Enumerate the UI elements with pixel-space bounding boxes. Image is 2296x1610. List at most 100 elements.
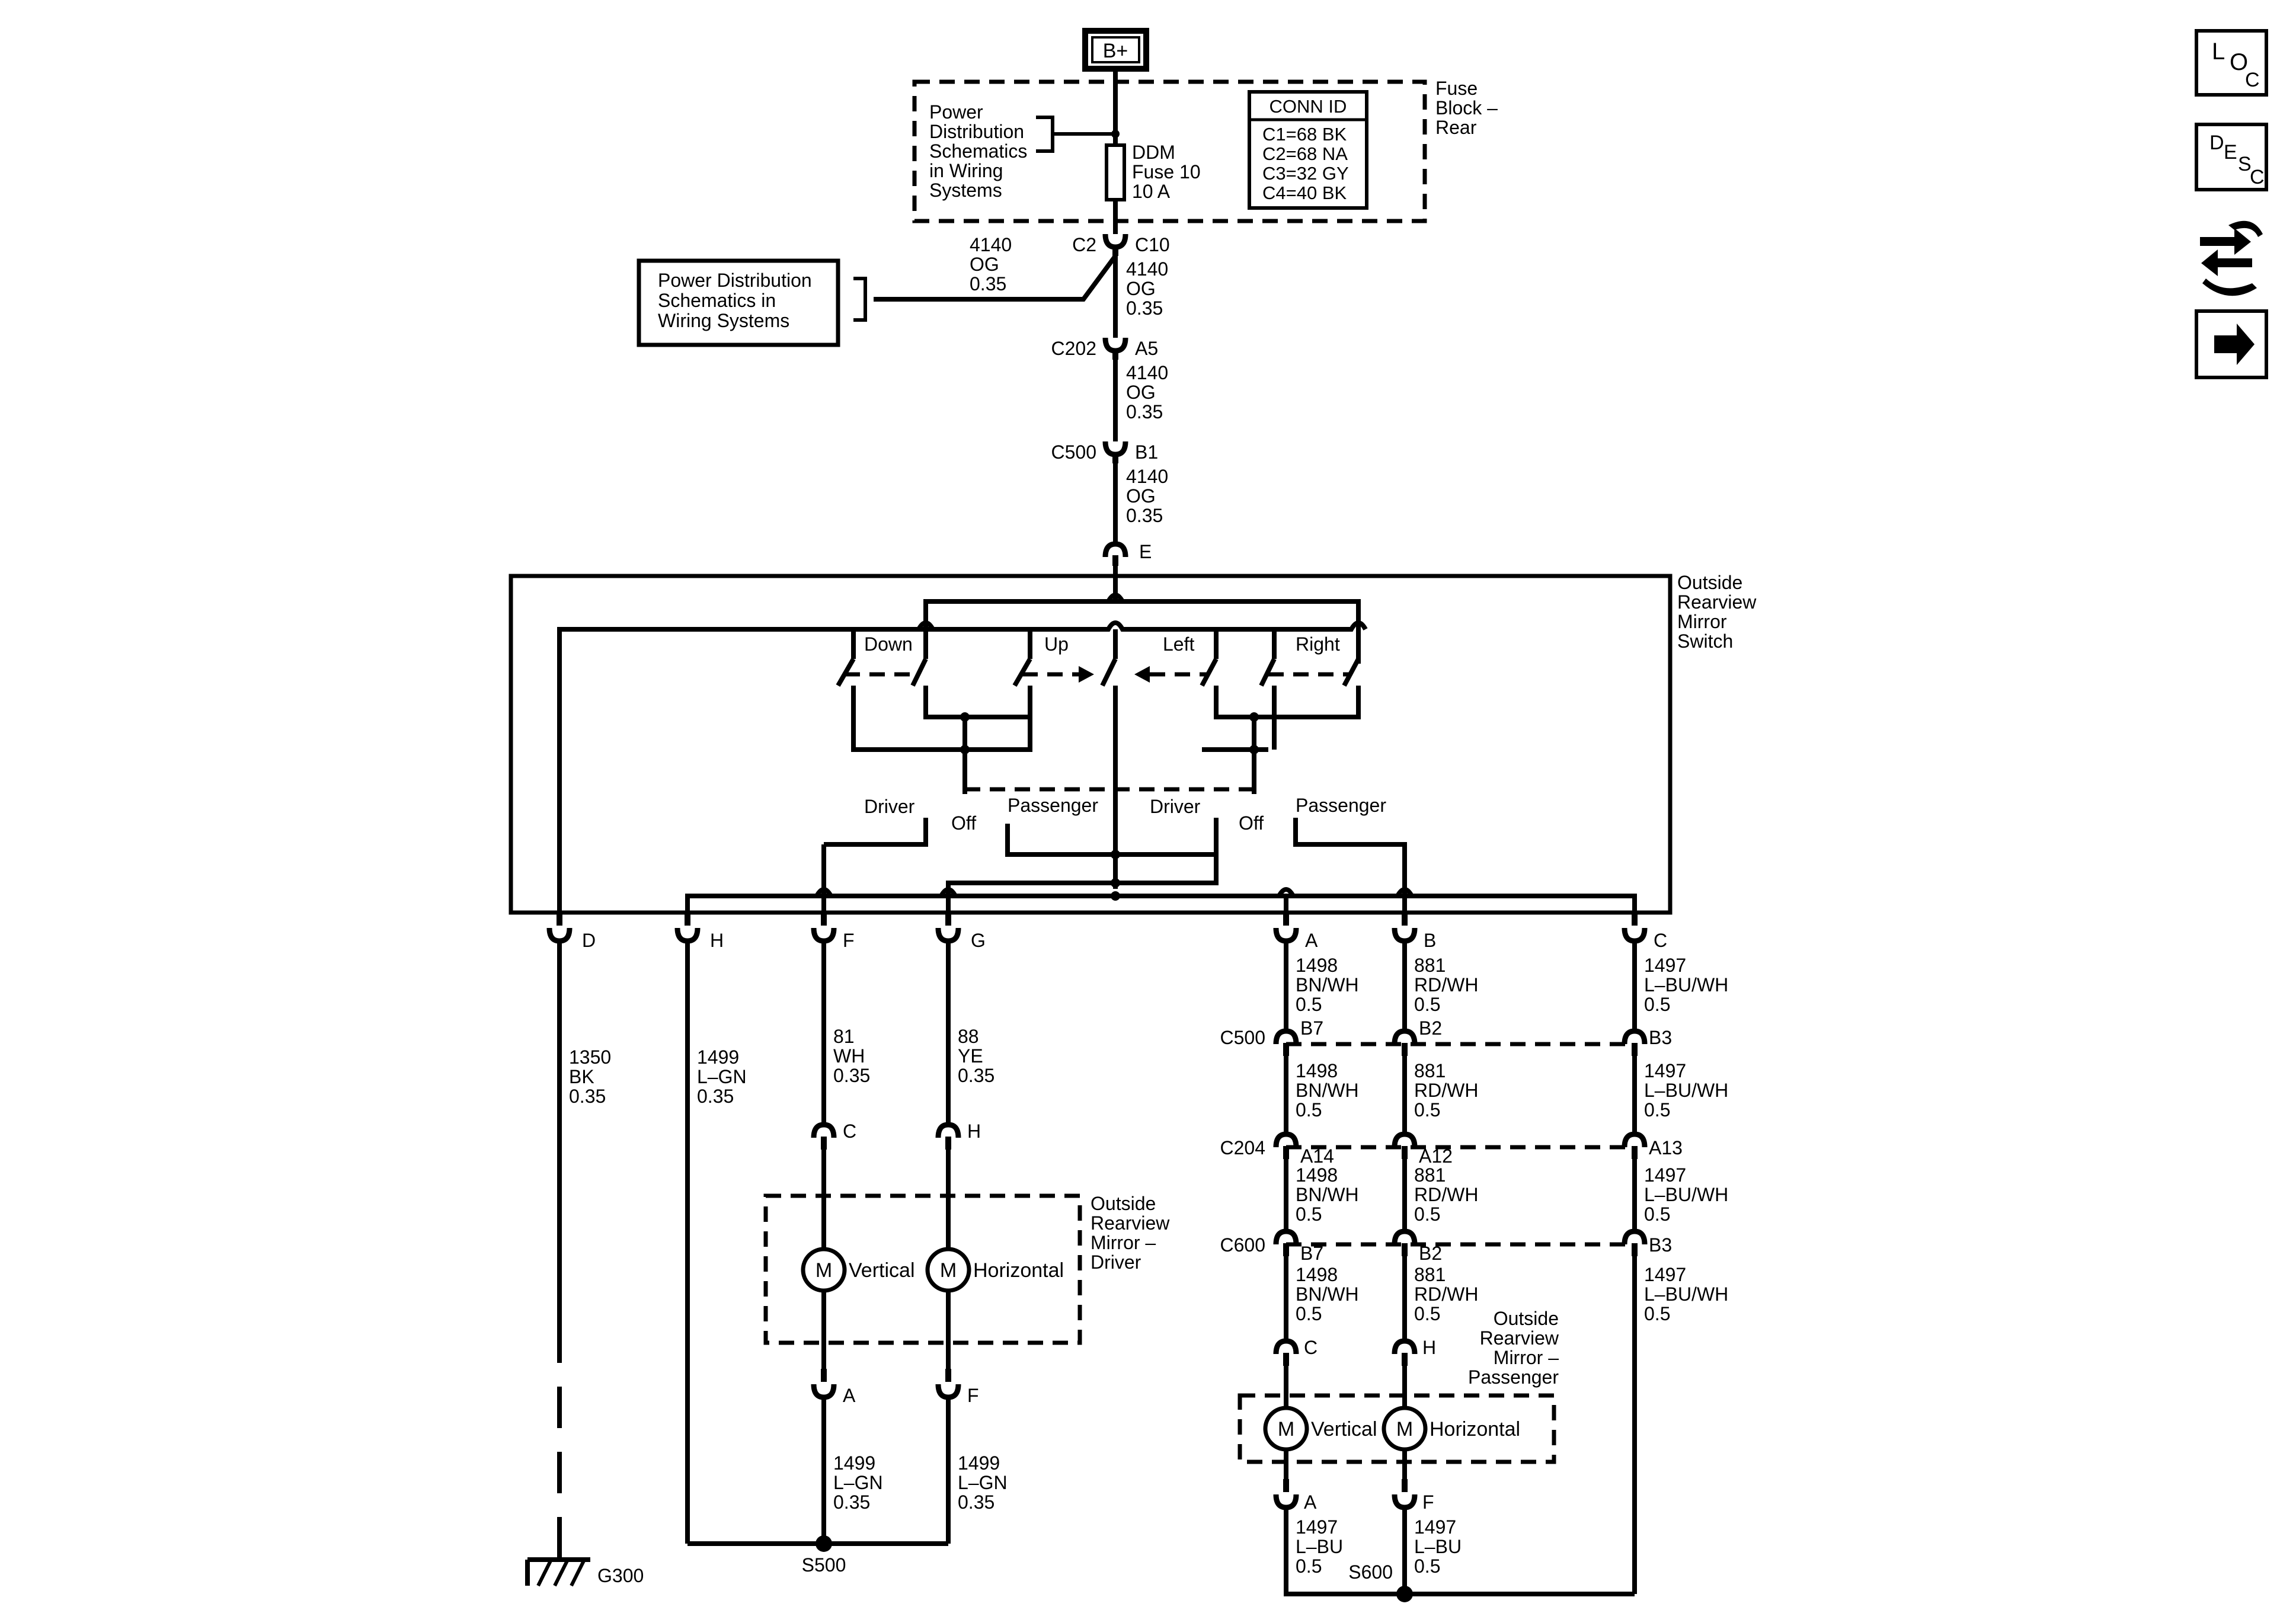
switch-pin-d[interactable] (546, 913, 573, 944)
driver-mirror-pin-h[interactable] (935, 1122, 961, 1150)
svg-text:BN/WH: BN/WH (1296, 1283, 1359, 1305)
connector-pin-a5[interactable] (1102, 337, 1128, 354)
svg-text:L–BU/WH: L–BU/WH (1644, 1080, 1728, 1101)
passenger-mirror-pin-a[interactable] (1273, 1479, 1299, 1510)
fuse-block-reference[interactable]: Power Distribution Schematics in Wiring … (929, 101, 1027, 201)
switch-contact-right[interactable] (1259, 640, 1361, 687)
conn-id-row: C4=40 BK (1262, 183, 1347, 203)
svg-text:881: 881 (1414, 1264, 1446, 1285)
svg-text:10 A: 10 A (1132, 181, 1171, 202)
svg-text:M: M (816, 1259, 832, 1282)
power-distribution-reference-box[interactable]: Power Distribution Schematics in Wiring … (637, 258, 840, 347)
connector-end-view-icon[interactable] (2200, 220, 2263, 296)
switch-contact-down[interactable] (836, 629, 928, 687)
switch-contact-left[interactable] (1134, 640, 1219, 687)
next-arrow-icon[interactable] (2195, 309, 2268, 379)
wire-label-h: 1499 L–GN 0.35 (697, 1046, 747, 1107)
splice-s600[interactable] (1396, 1586, 1413, 1602)
connector-label: C204 (1220, 1137, 1266, 1158)
connector-label: E (1139, 541, 1152, 562)
svg-text:WH: WH (833, 1045, 865, 1067)
conn-id-row: C1=68 BK (1262, 124, 1347, 145)
svg-text:L–BU: L–BU (1296, 1536, 1343, 1557)
svg-text:Rearview: Rearview (1480, 1327, 1559, 1349)
connector-label: A (1304, 1491, 1317, 1513)
svg-text:Outside: Outside (1677, 572, 1742, 593)
c204-pins[interactable] (1273, 1131, 1648, 1159)
svg-text:O: O (2230, 49, 2248, 75)
c600-pins[interactable] (1273, 1228, 1648, 1256)
svg-text:0.35: 0.35 (1126, 401, 1163, 422)
svg-text:OG: OG (1126, 382, 1156, 403)
svg-text:0.5: 0.5 (1414, 994, 1440, 1015)
svg-text:0.5: 0.5 (1644, 1303, 1670, 1324)
wire-label-a5: 4140 OG 0.35 (1126, 362, 1168, 422)
svg-text:0.5: 0.5 (1296, 1204, 1322, 1225)
switch-contact-center[interactable] (1100, 629, 1118, 889)
switch-pin-b[interactable] (1392, 913, 1418, 944)
connector-label: C2 (1072, 234, 1096, 255)
svg-text:Driver: Driver (1091, 1251, 1141, 1273)
driver-mirror-pin-a[interactable] (811, 1369, 837, 1400)
switch-label-up: Up (1044, 633, 1069, 655)
svg-text:0.5: 0.5 (1296, 994, 1322, 1015)
switch-output-bus (685, 894, 1637, 913)
svg-text:OG: OG (1126, 485, 1156, 507)
splice-s500[interactable] (816, 1535, 832, 1552)
connector-label: C500 (1220, 1027, 1266, 1048)
driver-mirror-pin-f[interactable] (935, 1369, 961, 1400)
svg-text:L–BU/WH: L–BU/WH (1644, 974, 1728, 996)
passenger-mirror-pin-f[interactable] (1392, 1479, 1418, 1510)
svg-text:Outside: Outside (1091, 1193, 1156, 1214)
svg-text:L–GN: L–GN (958, 1472, 1008, 1493)
switch-pin-g[interactable] (935, 913, 961, 944)
svg-text:S: S (2238, 153, 2252, 175)
loc-icon[interactable]: L O C (2195, 29, 2268, 97)
conn-id-header: CONN ID (1269, 96, 1347, 117)
switch-pin-c[interactable] (1622, 913, 1648, 944)
svg-text:L–BU: L–BU (1414, 1536, 1462, 1557)
connector-label: C (1654, 930, 1667, 951)
connector-label: G (971, 930, 986, 951)
switch-pin-a[interactable] (1273, 913, 1299, 944)
connector-pin-c10[interactable] (1102, 233, 1128, 250)
svg-text:1497: 1497 (1644, 1264, 1686, 1285)
passenger-vertical-motor[interactable]: M (1263, 1406, 1309, 1452)
driver-horizontal-motor[interactable]: M (925, 1247, 971, 1293)
svg-text:Fuse 10: Fuse 10 (1132, 161, 1201, 183)
driver-mirror-pin-c[interactable] (811, 1122, 837, 1150)
svg-text:1498: 1498 (1296, 1164, 1338, 1186)
connector-label: A14 (1300, 1145, 1334, 1167)
svg-text:4140: 4140 (1126, 466, 1168, 487)
passenger-mirror-pin-h[interactable] (1392, 1338, 1418, 1366)
svg-text:0.5: 0.5 (1644, 1099, 1670, 1121)
svg-text:DDM: DDM (1132, 142, 1175, 163)
ground-label: G300 (597, 1565, 644, 1586)
svg-text:1498: 1498 (1296, 1060, 1338, 1081)
driver-vertical-motor[interactable]: M (801, 1247, 847, 1293)
fuse-symbol[interactable] (1105, 143, 1126, 201)
connector-label: B2 (1419, 1017, 1442, 1039)
selector-label-passenger: Passenger (1008, 795, 1098, 816)
connector-tab (1112, 453, 1118, 463)
switch-label-left: Left (1163, 633, 1194, 655)
conn-id-row: C2=68 NA (1262, 143, 1348, 164)
connector-pin-b1[interactable] (1102, 441, 1128, 457)
switch-pin-f[interactable] (811, 913, 837, 944)
c500-pins[interactable] (1273, 1028, 1648, 1056)
switch-pin-h[interactable] (674, 913, 701, 944)
connector-pin-e[interactable] (1102, 541, 1128, 558)
selector-driver-passenger[interactable] (962, 750, 1256, 794)
switch-contact-up[interactable] (1012, 640, 1094, 687)
passenger-horizontal-motor[interactable]: M (1382, 1406, 1428, 1452)
driver-mirror-outline (763, 1193, 1082, 1345)
passenger-mirror-outline (1237, 1393, 1556, 1464)
svg-text:in Wiring: in Wiring (929, 160, 1003, 181)
connector-label: C202 (1051, 338, 1097, 359)
desc-icon[interactable]: D E S C (2195, 123, 2268, 191)
passenger-mirror-pin-c[interactable] (1273, 1338, 1299, 1366)
switch-lower-bus-right (1214, 686, 1361, 719)
